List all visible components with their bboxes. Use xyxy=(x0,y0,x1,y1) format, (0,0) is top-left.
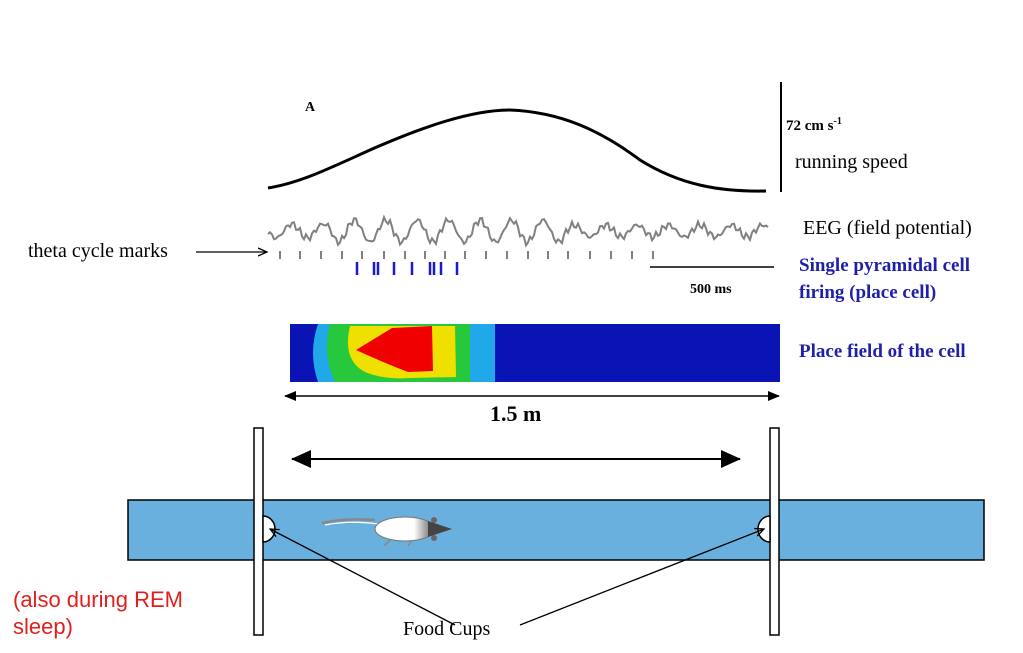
rem-note-line1: (also during REM xyxy=(13,587,183,612)
time-scale-label: 500 ms xyxy=(690,282,732,297)
place-field-heatmap xyxy=(290,324,780,382)
distance-label: 1.5 m xyxy=(490,401,542,426)
panel-label: A xyxy=(305,100,316,115)
firing-label-line1: Single pyramidal cell xyxy=(799,255,970,276)
right-post xyxy=(769,427,780,636)
speed-scale-value: 72 cm s xyxy=(786,118,834,134)
left-post xyxy=(253,427,264,636)
place-field-red xyxy=(356,326,433,372)
rem-note: (also during REM sleep) xyxy=(13,586,233,640)
rat-icon xyxy=(321,516,452,547)
eeg-label: EEG (field potential) xyxy=(803,217,972,239)
running-speed-label: running speed xyxy=(795,151,908,173)
running-speed-curve xyxy=(267,108,767,193)
rem-note-line2: sleep) xyxy=(13,614,73,639)
left-cup-pointer xyxy=(270,529,456,626)
linear-track xyxy=(127,499,985,561)
place-cell-spikes xyxy=(355,262,459,275)
speed-scale-exponent: -1 xyxy=(833,116,842,127)
right-cup-pointer xyxy=(519,529,764,626)
theta-cycle-marks xyxy=(279,251,654,259)
food-cups-label: Food Cups xyxy=(403,618,491,640)
eeg-trace xyxy=(267,214,769,248)
speed-scale-label: 72 cm s-1 xyxy=(786,116,842,135)
place-field-label: Place field of the cell xyxy=(799,341,966,362)
theta-marks-label: theta cycle marks xyxy=(28,240,168,262)
firing-label-line2: firing (place cell) xyxy=(799,282,937,303)
